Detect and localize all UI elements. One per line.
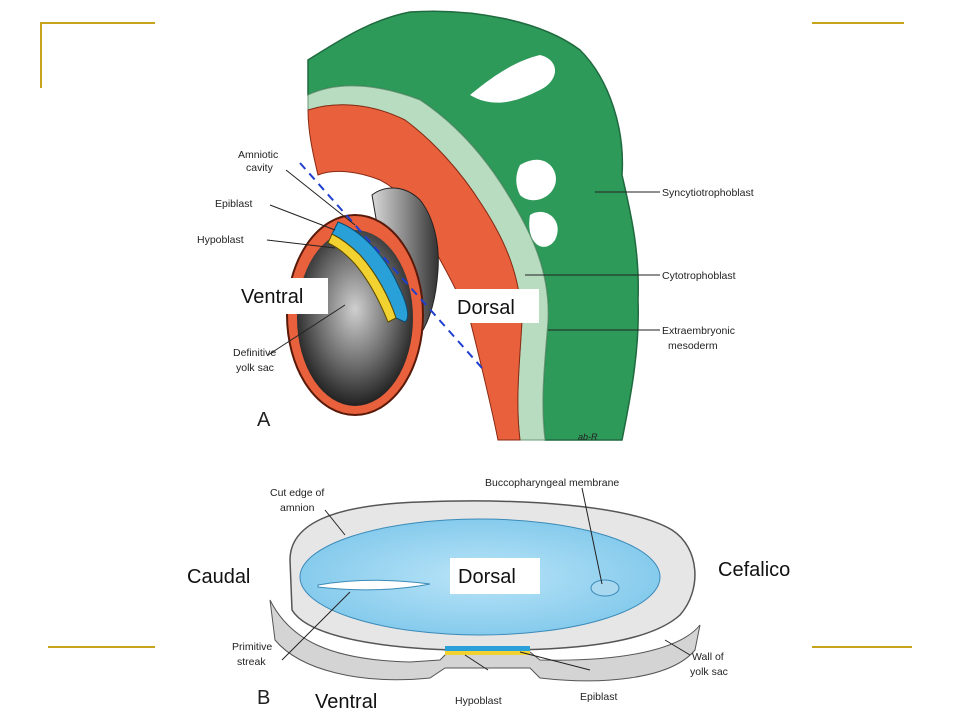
label-epiblast-a: Epiblast: [215, 198, 252, 210]
dorsal-tag-a: Dorsal: [457, 297, 515, 319]
yolk-sac-wall: [269, 599, 701, 682]
label-primitive-streak-2: streak: [237, 656, 266, 668]
frame-bottom-right-h: [812, 646, 912, 648]
label-wall-yolk-sac-1: Wall of: [692, 651, 724, 663]
section-epiblast: [445, 646, 530, 651]
cefalico-tag: Cefalico: [718, 559, 790, 581]
panel-a-letter: A: [257, 409, 271, 431]
label-cut-edge-amnion-2: amnion: [280, 502, 315, 514]
dashed-axis: [299, 162, 483, 369]
buccopharyngeal-membrane: [590, 579, 620, 597]
frame-top-left-v: [40, 22, 42, 88]
frame-top-right-h: [812, 22, 904, 24]
label-amniotic-cavity-1: Amniotic: [238, 149, 278, 161]
dorsal-tag-a-bg: [447, 289, 539, 323]
ventral-tag-a: Ventral: [241, 286, 303, 308]
label-buccopharyngeal-membrane: Buccopharyngeal membrane: [485, 477, 619, 489]
panel-a: Amniotic cavity Epiblast Hypoblast Defin…: [197, 10, 754, 442]
panel-b-letter: B: [257, 687, 270, 709]
label-definitive-yolk-sac-1: Definitive: [233, 347, 276, 359]
label-syncytiotrophoblast: Syncytiotrophoblast: [662, 187, 754, 199]
section-hypoblast: [445, 651, 530, 655]
lacuna-1: [470, 55, 555, 103]
frame-bottom-left-h: [48, 646, 155, 648]
artist-signature: ab-R: [578, 432, 598, 442]
label-epiblast-b: Epiblast: [580, 691, 617, 703]
extraembryonic-mesoderm-region: [307, 104, 523, 441]
frame-top-left-h: [40, 22, 155, 24]
label-wall-yolk-sac-2: yolk sac: [690, 666, 728, 678]
label-amniotic-cavity-2: cavity: [246, 162, 274, 174]
dorsal-tag-b: Dorsal: [458, 566, 516, 588]
lacuna-3: [529, 211, 558, 247]
dorsal-tag-b-bg: [450, 558, 540, 594]
ventral-tag-a-bg: [233, 278, 328, 314]
embryonic-disc-hypoblast: [327, 233, 397, 323]
primitive-streak: [317, 579, 431, 591]
ventral-tag-b: Ventral: [315, 691, 377, 713]
label-hypoblast-b: Hypoblast: [455, 695, 502, 707]
label-hypoblast-a: Hypoblast: [197, 234, 244, 246]
label-extraembryonic-mesoderm-1: Extraembryonic: [662, 325, 735, 337]
label-extraembryonic-mesoderm-2: mesoderm: [668, 340, 718, 352]
caudal-tag: Caudal: [187, 566, 250, 588]
label-cytotrophoblast: Cytotrophoblast: [662, 270, 736, 282]
panel-b: Cut edge of amnion Buccopharyngeal membr…: [187, 477, 790, 713]
label-cut-edge-amnion-1: Cut edge of: [270, 487, 324, 499]
label-primitive-streak-1: Primitive: [232, 641, 272, 653]
label-definitive-yolk-sac-2: yolk sac: [236, 362, 274, 374]
lacuna-2: [516, 159, 556, 201]
